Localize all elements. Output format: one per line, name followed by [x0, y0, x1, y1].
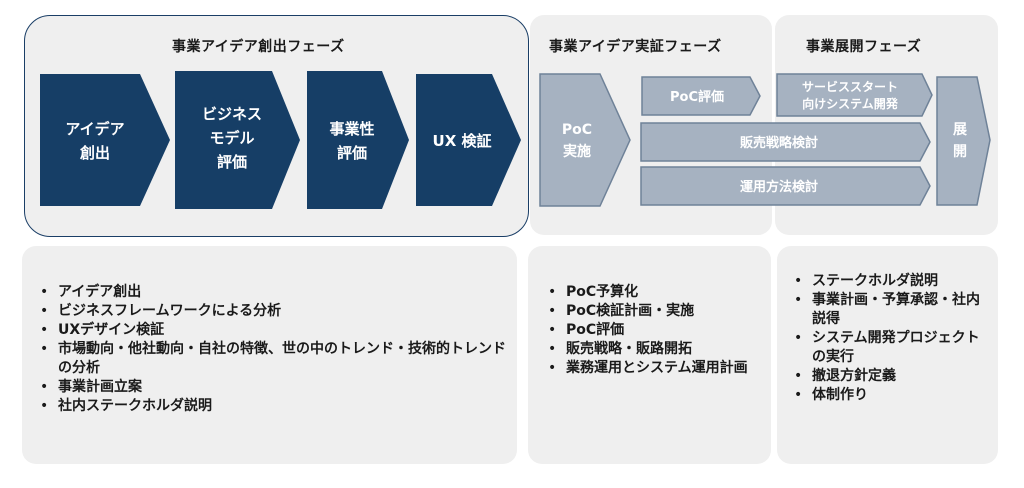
step-idea-creation-line1: アイデア — [65, 120, 124, 138]
list-item: 業務運用とシステム運用計画 — [544, 359, 759, 378]
step-poc-line2: 実施 — [563, 143, 591, 160]
step-service-start-line2: 向けシステム開発 — [802, 96, 899, 111]
step-poc-evaluation: PoC評価 — [670, 89, 724, 105]
list-item: 社内ステークホルダ説明 — [36, 397, 506, 416]
step-ux-validation: UX 検証 — [433, 132, 492, 150]
arrow-poc-evaluation — [641, 76, 761, 116]
step-business-model-line2: モデル — [209, 129, 254, 147]
arrow-sales-strategy — [640, 122, 931, 162]
arrow-operation-method — [640, 166, 931, 206]
list-item: UXデザイン検証 — [36, 321, 506, 340]
step-viability-line2: 評価 — [337, 144, 367, 162]
step-rollout-line2: 開 — [953, 144, 967, 160]
list-item: PoC検証計画・実施 — [544, 302, 759, 321]
list-item: PoC評価 — [544, 321, 759, 340]
chevron-rollout — [936, 76, 991, 206]
list-item: アイデア創出 — [36, 283, 506, 302]
list-item: 販売戦略・販路開拓 — [544, 340, 759, 359]
list-item: ビジネスフレームワークによる分析 — [36, 302, 506, 321]
chevron-idea-creation — [40, 74, 170, 206]
list-item: システム開発プロジェクトの実行 — [790, 329, 990, 367]
step-rollout-line1: 展 — [953, 122, 967, 138]
chevron-ux-validation — [416, 74, 521, 206]
phase-title-validation: 事業アイデア実証フェーズ — [549, 39, 722, 55]
step-business-model-line3: 評価 — [217, 153, 247, 171]
list-item: 事業計画立案 — [36, 378, 506, 397]
step-idea-creation-line2: 創出 — [79, 144, 110, 162]
chevron-poc-execution — [539, 73, 631, 207]
list-item: PoC予算化 — [544, 283, 759, 302]
step-business-model-line1: ビジネス — [202, 105, 262, 123]
list-item: 市場動向・他社動向・自社の特徴、世の中のトレンド・技術的トレンドの分析 — [36, 340, 506, 378]
step-poc-line1: PoC — [562, 122, 592, 138]
step-viability-line1: 事業性 — [329, 120, 374, 138]
step-sales-strategy: 販売戦略検討 — [740, 135, 818, 151]
chevron-viability — [307, 71, 409, 209]
list-item: 撤退方針定義 — [790, 367, 990, 386]
list-item: 事業計画・予算承認・社内説得 — [790, 291, 990, 329]
list-item: 体制作り — [790, 386, 990, 405]
phase-title-rollout: 事業展開フェーズ — [806, 39, 922, 55]
rollout-activities-list: ステークホルダ説明 事業計画・予算承認・社内説得 システム開発プロジェクトの実行… — [790, 272, 990, 405]
arrow-service-start — [776, 73, 933, 117]
step-service-start-line1: サービススタート — [802, 79, 898, 94]
ideation-activities-list: アイデア創出 ビジネスフレームワークによる分析 UXデザイン検証 市場動向・他社… — [36, 283, 506, 416]
chevron-business-model — [175, 71, 300, 209]
step-operation-method: 運用方法検討 — [740, 179, 818, 195]
list-item: ステークホルダ説明 — [790, 272, 990, 291]
validation-activities-list: PoC予算化 PoC検証計画・実施 PoC評価 販売戦略・販路開拓 業務運用とシ… — [544, 283, 759, 378]
phase-title-ideation: 事業アイデア創出フェーズ — [172, 39, 345, 55]
